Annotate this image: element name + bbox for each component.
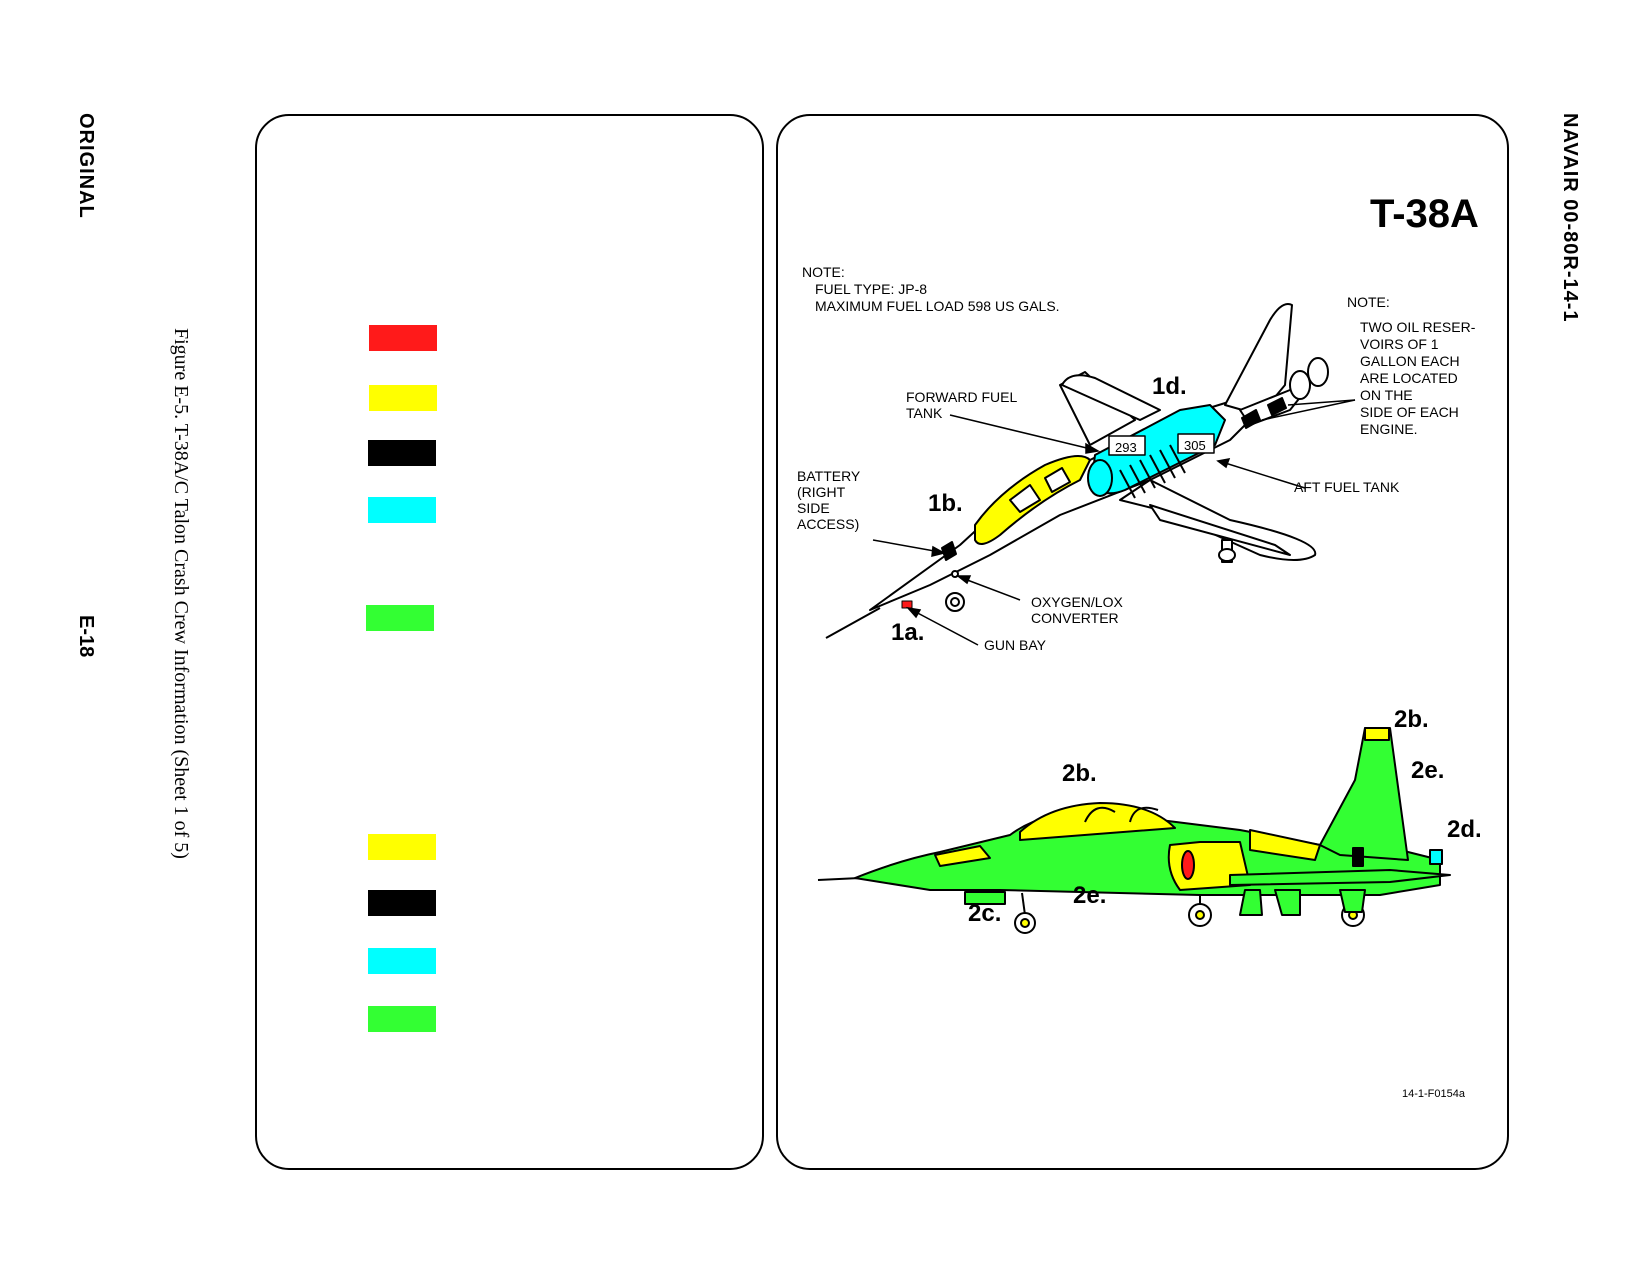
label-line: OXYGEN/LOX — [1031, 594, 1123, 610]
fuel-note-load: MAXIMUM FUEL LOAD 598 US GALS. — [815, 298, 1060, 314]
gun-bay-label: GUN BAY — [984, 637, 1046, 653]
swatch-green — [366, 605, 434, 631]
callout-2c: 2c. — [968, 900, 1002, 927]
callout-1d: 1d. — [1152, 373, 1187, 400]
forward-fuel-tank-label: FORWARD FUEL TANK — [906, 389, 1017, 421]
aft-fuel-tank-label: AFT FUEL TANK — [1294, 479, 1400, 495]
bottom-aircraft-view — [817, 727, 1451, 934]
label-line: (RIGHT — [797, 484, 846, 500]
callout-1a: 1a. — [891, 619, 925, 646]
callout-2b-canopy: 2b. — [1062, 760, 1097, 787]
swatch-cyan — [368, 497, 436, 523]
swatch-red — [369, 325, 437, 351]
label-line: BATTERY — [797, 468, 861, 484]
callout-2e-gear: 2e. — [1073, 882, 1107, 909]
oxygen-lox-label: OXYGEN/LOX CONVERTER — [1031, 594, 1123, 626]
battery-label: BATTERY (RIGHT SIDE ACCESS) — [797, 468, 860, 532]
label-line: CONVERTER — [1031, 610, 1119, 626]
oil-note-line: ENGINE. — [1360, 421, 1418, 437]
figure-identifier: 14-1-F0154a — [1402, 1088, 1465, 1100]
swatch-black-2 — [368, 890, 436, 916]
swatch-black — [368, 440, 436, 466]
label-line: SIDE — [797, 500, 830, 516]
oil-note-line: SIDE OF EACH — [1360, 404, 1459, 420]
label-line: TANK — [906, 405, 943, 421]
callout-2e-tail: 2e. — [1411, 757, 1445, 784]
top-aircraft-view — [825, 303, 1329, 639]
diagram-panel — [776, 114, 1509, 1170]
callout-1b: 1b. — [928, 490, 963, 517]
leader-lines-top — [872, 399, 1356, 646]
tank-number-305: 305 — [1184, 438, 1206, 453]
swatch-yellow — [369, 385, 437, 411]
oil-note: NOTE: TWO OIL RESER- VOIRS OF 1 GALLON E… — [1347, 294, 1475, 438]
callout-2b-tail: 2b. — [1394, 706, 1429, 733]
oil-note-line: GALLON EACH — [1360, 353, 1460, 369]
oil-note-line: TWO OIL RESER- — [1360, 319, 1476, 335]
oil-note-line: VOIRS OF 1 — [1360, 336, 1439, 352]
oil-note-line: ARE LOCATED — [1360, 370, 1458, 386]
model-title: T-38A — [1370, 192, 1479, 236]
oil-note-line: ON THE — [1360, 387, 1413, 403]
callout-2d: 2d. — [1447, 816, 1482, 843]
label-line: FORWARD FUEL — [906, 389, 1018, 405]
swatch-cyan-2 — [368, 948, 436, 974]
swatch-green-2 — [368, 1006, 436, 1032]
legend-panel — [255, 114, 764, 1170]
fuel-note: NOTE: FUEL TYPE: JP-8 MAXIMUM FUEL LOAD … — [802, 264, 1060, 315]
fuel-note-type: FUEL TYPE: JP-8 — [815, 281, 928, 297]
tank-number-293: 293 — [1115, 440, 1137, 455]
oil-note-heading: NOTE: — [1347, 294, 1390, 310]
swatch-yellow-2 — [368, 834, 436, 860]
fuel-note-heading: NOTE: — [802, 264, 845, 280]
label-line: ACCESS) — [797, 516, 860, 532]
